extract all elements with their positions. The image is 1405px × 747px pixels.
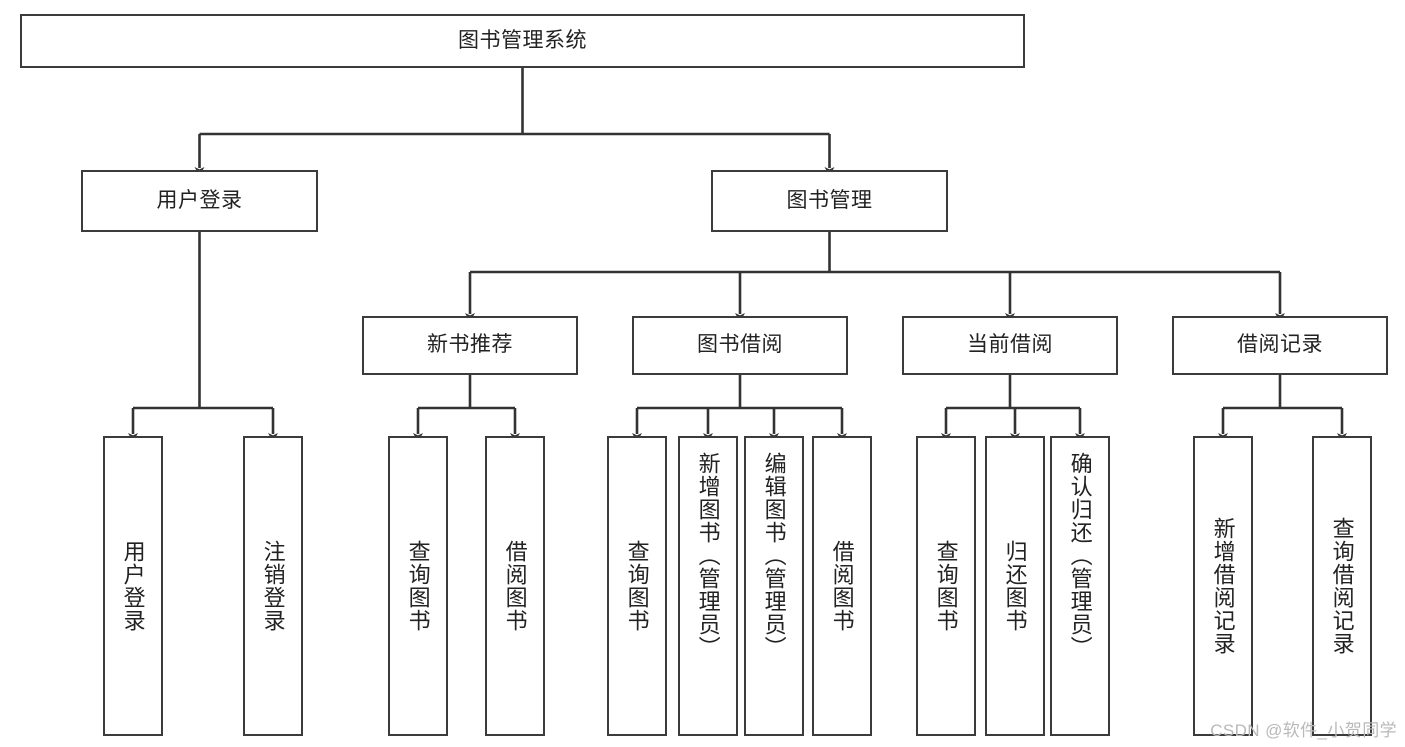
node-user-login[interactable]: 用户登录 [81,170,318,232]
node-leaf-add-borrow-record[interactable]: 新增借阅记录 [1193,436,1253,736]
node-label: 新增借阅记录 [1210,517,1236,655]
node-label: 新增图书（管理员） [695,452,721,659]
node-label: 注销登录 [260,540,286,632]
node-label: 查询图书 [405,540,431,632]
watermark: CSDN @软件_小贺同学 [1210,721,1397,740]
node-new-book-recommend[interactable]: 新书推荐 [362,316,578,375]
node-current-borrow[interactable]: 当前借阅 [902,316,1118,375]
node-leaf-borrow-book-recommend[interactable]: 借阅图书 [485,436,545,736]
node-label: 当前借阅 [967,333,1053,357]
node-leaf-query-book-current[interactable]: 查询图书 [916,436,976,736]
node-label: 图书管理 [786,188,873,212]
node-book-borrow[interactable]: 图书借阅 [632,316,848,375]
node-label: 查询图书 [624,540,650,632]
node-label: 图书借阅 [697,333,783,357]
node-leaf-query-borrow-record[interactable]: 查询借阅记录 [1312,436,1372,736]
node-label: 查询图书 [933,540,959,632]
node-label: 借阅图书 [502,540,528,632]
node-label: 确认归还（管理员） [1067,452,1093,659]
node-leaf-confirm-return-admin[interactable]: 确认归还（管理员） [1050,436,1110,736]
node-leaf-logout-login[interactable]: 注销登录 [243,436,303,736]
node-leaf-query-book-recommend[interactable]: 查询图书 [388,436,448,736]
node-leaf-user-login[interactable]: 用户登录 [103,436,163,736]
node-label: 借阅图书 [829,540,855,632]
node-leaf-borrow-book[interactable]: 借阅图书 [812,436,872,736]
node-book-manage[interactable]: 图书管理 [711,170,948,232]
node-label: 用户登录 [156,188,243,212]
node-label: 图书管理系统 [458,28,587,52]
node-label: 编辑图书（管理员） [761,452,787,659]
node-leaf-query-book-borrow[interactable]: 查询图书 [607,436,667,736]
node-label: 借阅记录 [1237,333,1323,357]
node-label: 归还图书 [1002,540,1028,632]
node-leaf-add-book-admin[interactable]: 新增图书（管理员） [678,436,738,736]
node-leaf-return-book[interactable]: 归还图书 [985,436,1045,736]
node-borrow-record[interactable]: 借阅记录 [1172,316,1388,375]
node-root[interactable]: 图书管理系统 [20,14,1025,68]
node-label: 用户登录 [120,540,146,632]
node-label: 新书推荐 [427,333,513,357]
node-label: 查询借阅记录 [1329,517,1355,655]
node-leaf-edit-book-admin[interactable]: 编辑图书（管理员） [744,436,804,736]
